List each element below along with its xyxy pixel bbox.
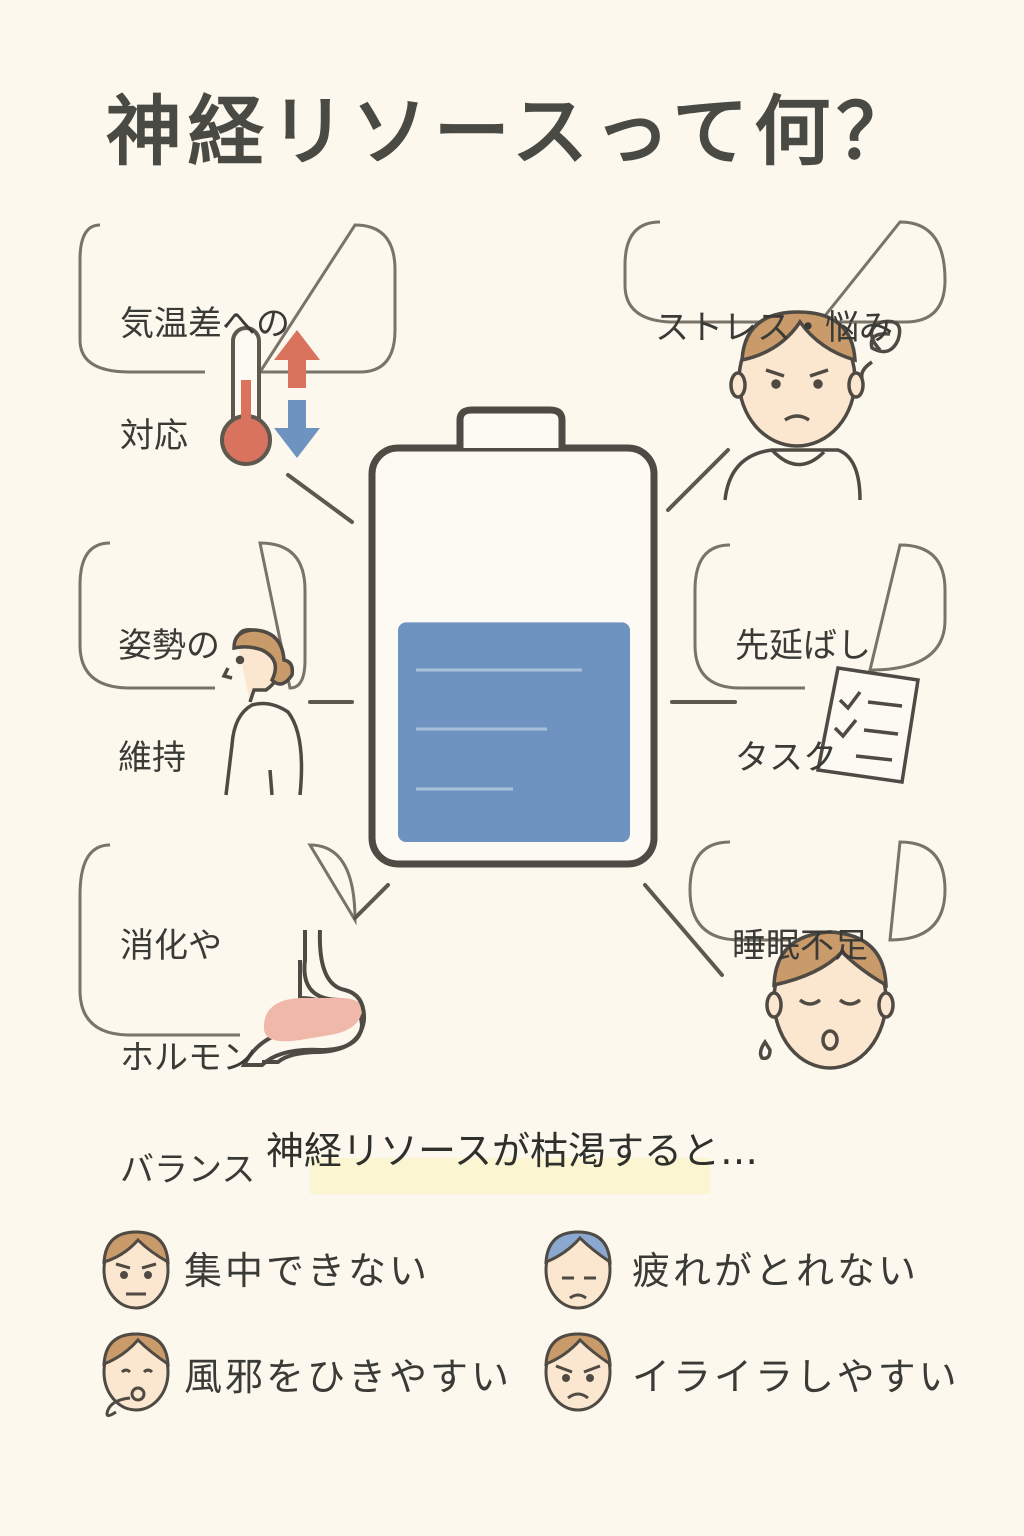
battery-icon [368,406,658,868]
bubble-temperature-outline [78,223,397,374]
bubble-posture-outline [78,541,307,690]
bubble-sleep: 睡眠不足 [732,862,868,1030]
arrow-up-icon [274,330,320,388]
bubble-procrastination-line: タスク [735,738,837,778]
effect-fatigue: 疲れがとれない [632,1249,920,1293]
page-title: 神経リソースって何？ [105,87,919,176]
stomach-icon [240,929,367,1067]
thermometer-icon [220,326,272,466]
bubble-temperature-line: 対応 [120,416,188,456]
bubble-digestion: 消化や ホルモン バランス [120,862,256,1254]
woman-profile-icon [221,628,304,796]
bubble-posture-line: 姿勢の [118,626,220,666]
effect-irritation: イライラしやすい [632,1355,960,1399]
bubble-procrastination-line: 先延ばし [735,626,871,666]
bubble-procrastination-outline [693,543,947,690]
checklist-icon [815,666,921,784]
sleepy-person-icon [758,930,895,1070]
bubble-temperature-line: 気温差への [120,304,290,344]
bubble-stress: ストレス・悩み [655,244,893,412]
bubble-procrastination: 先延ばし タスク [735,562,871,842]
bubble-sleep-outline [688,840,947,942]
bubble-stress-line: ストレス・悩み [655,308,893,348]
bubble-posture: 姿勢の 維持 [118,562,220,842]
effect-concentration: 集中できない [184,1249,431,1293]
subtitle-highlight [310,1158,710,1194]
bubble-sleep-line: 睡眠不足 [732,926,868,966]
effect-cold: 風邪をひきやすい [184,1355,513,1399]
irritation-face-icon [544,1332,612,1412]
bubble-digestion-line: ホルモン [120,1038,256,1078]
bubble-digestion-outline [78,843,357,1037]
bubble-temperature: 気温差への 対応 [120,240,290,520]
worried-person-icon [723,310,902,501]
concentration-face-icon [102,1230,170,1310]
bubble-digestion-line: バランス [120,1150,256,1190]
cold-face-icon [102,1332,170,1417]
effects-heading: 神経リソースが枯渇すると… [265,1129,759,1173]
bubble-stress-outline [623,220,947,324]
battery-fill [398,622,630,842]
fatigue-face-icon [544,1230,612,1310]
bubble-posture-line: 維持 [118,738,186,778]
arrow-down-icon [274,400,320,458]
bubble-digestion-line: 消化や [120,926,222,966]
connector-lines [286,448,737,977]
